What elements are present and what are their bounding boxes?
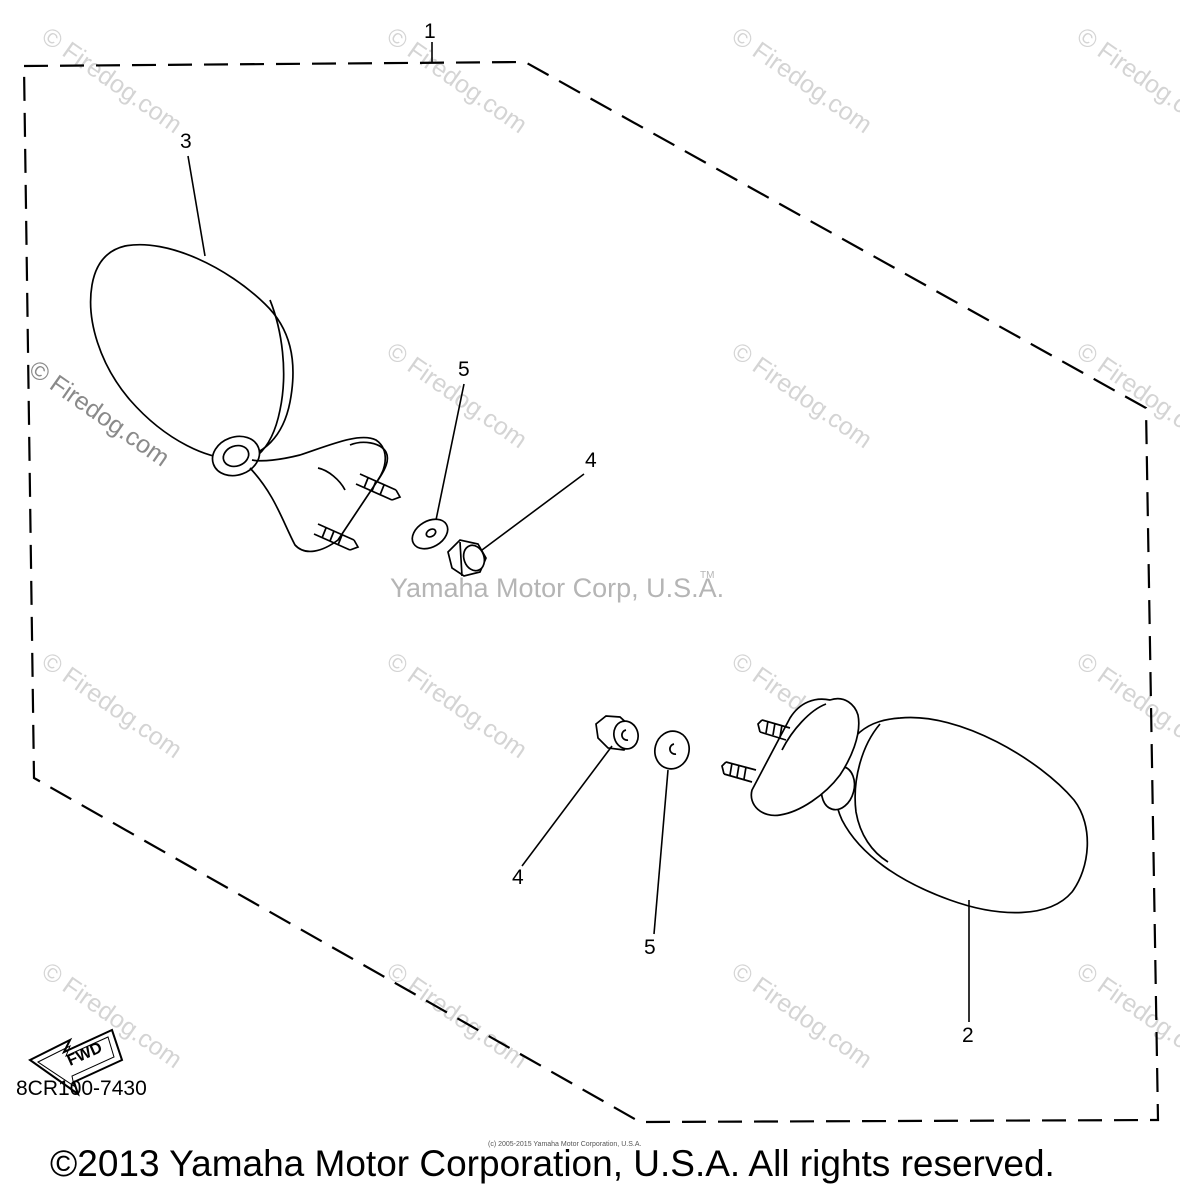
watermark-layer: © Firedog.com © Firedog.com © Firedog.co… [37, 22, 1180, 1074]
watermark-text: © Firedog.com [727, 957, 878, 1074]
callout-label: 4 [585, 449, 597, 472]
watermark-text: © Firedog.com [382, 647, 533, 764]
callout-label: 1 [424, 20, 436, 43]
brand-tm: TM [700, 570, 715, 581]
callout-4-lower: 4 [512, 745, 613, 889]
nut-upper [447, 539, 487, 577]
copyright-notice: ©2013 Yamaha Motor Corporation, U.S.A. A… [50, 1143, 1055, 1184]
brand-mark: Yamaha Motor Corp, U.S.A. [390, 573, 725, 603]
nut-lower [595, 715, 639, 751]
watermark-text: © Firedog.com [382, 22, 533, 139]
fine-print: (c) 2005-2015 Yamaha Motor Corporation, … [488, 1141, 642, 1148]
callout-5-upper: 5 [435, 358, 470, 521]
part-code: 8CR100-7430 [16, 1077, 147, 1100]
watermark-text: © Firedog.com [727, 22, 878, 139]
callout-label: 2 [962, 1024, 974, 1047]
callout-4-upper: 4 [481, 449, 597, 551]
callout-label: 3 [180, 130, 192, 153]
watermark-text: © Firedog.com [382, 957, 533, 1074]
callout-2: 2 [962, 900, 974, 1047]
left-mirror [89, 243, 402, 553]
washer-lower [654, 730, 690, 770]
callout-1: 1 [424, 20, 436, 63]
watermark-text: © Firedog.com [1072, 22, 1180, 139]
right-mirror [721, 697, 1089, 914]
watermark-text: © Firedog.com [1072, 957, 1180, 1074]
watermark-text: © Firedog.com [1072, 647, 1180, 764]
callout-3: 3 [180, 130, 206, 257]
watermark-text: © Firedog.com [382, 337, 533, 454]
callout-label: 4 [512, 866, 524, 889]
watermark-text: © Firedog.com [37, 647, 188, 764]
callout-5-lower: 5 [644, 769, 669, 959]
callout-label: 5 [644, 936, 656, 959]
callout-label: 5 [458, 358, 470, 381]
washer-upper [411, 518, 449, 550]
watermark-text: © Firedog.com [37, 22, 188, 139]
assembly-boundary [22, 60, 1160, 1124]
watermark-text: © Firedog.com [727, 337, 878, 454]
